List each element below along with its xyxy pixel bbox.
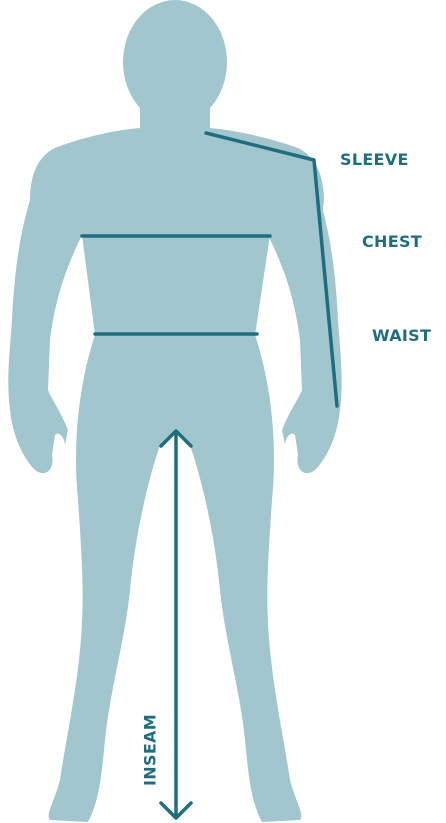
chest-label: CHEST [362, 232, 422, 251]
left-arm [8, 185, 82, 473]
waist-label: WAIST [372, 326, 431, 345]
sleeve-label: SLEEVE [340, 150, 409, 169]
inseam-label: INSEAM [141, 714, 160, 786]
